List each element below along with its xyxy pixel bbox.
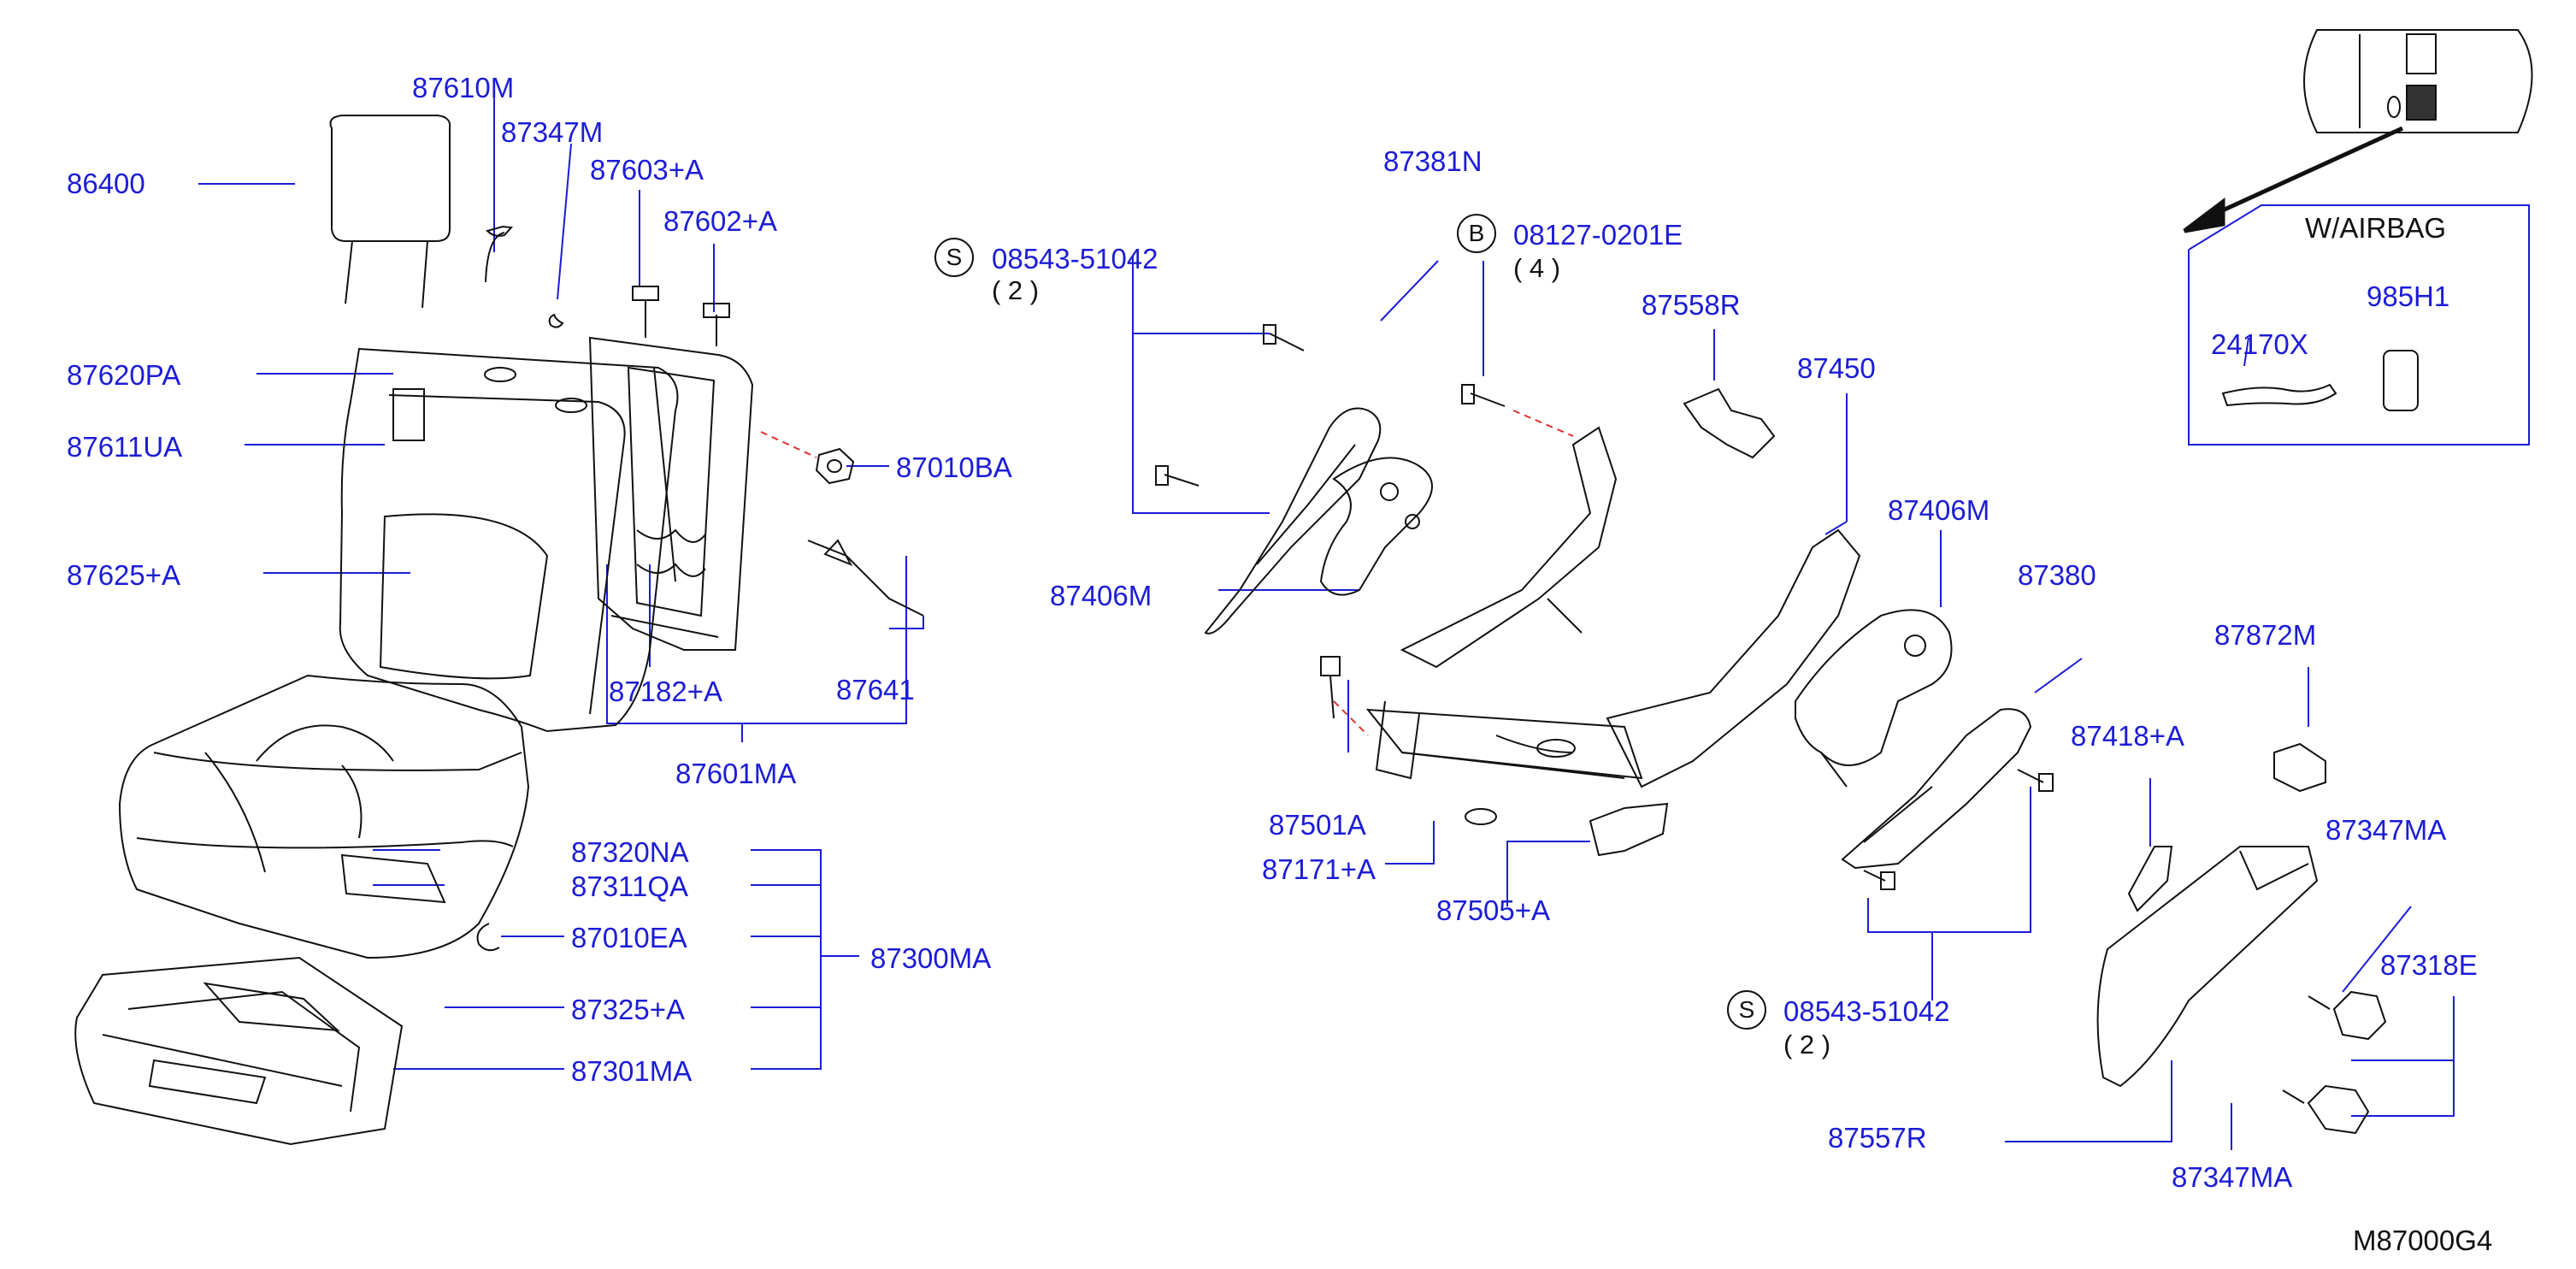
part-label-87418A: 87418+A — [2071, 720, 2185, 752]
part-label-87603A: 87603+A — [590, 154, 704, 186]
part-label-87601MA: 87601MA — [675, 758, 797, 789]
part-label-87300MA: 87300MA — [870, 942, 992, 974]
part-label-87406M-right: 87406M — [1888, 494, 1990, 526]
part-label-87602A: 87602+A — [663, 205, 778, 237]
part-label-87325A: 87325+A — [571, 994, 686, 1025]
s-marker: S — [934, 238, 974, 277]
part-label-87347MA-bottom: 87347MA — [2172, 1161, 2293, 1193]
inset-part-985H1: 985H1 — [2367, 280, 2450, 312]
part-label-87171A: 87171+A — [1262, 853, 1376, 885]
inset-part-24170X: 24170X — [2211, 328, 2308, 360]
part-label-87301MA: 87301MA — [571, 1055, 693, 1087]
part-label-86400: 86400 — [67, 168, 145, 199]
part-label-87010EA: 87010EA — [571, 922, 687, 953]
part-label-87505A: 87505+A — [1436, 894, 1551, 926]
part-label-87558R: 87558R — [1642, 289, 1741, 321]
part-label-87182A: 87182+A — [609, 676, 723, 707]
part-label-87625A: 87625+A — [67, 559, 181, 591]
screw-code-s1: 08543-51042 — [992, 243, 1158, 274]
screw-code-s2: 08543-51042 — [1783, 995, 1950, 1027]
part-label-87381N: 87381N — [1383, 145, 1483, 177]
diagram-code: M87000G4 — [2353, 1225, 2493, 1256]
part-label-87347MA-top: 87347MA — [2325, 814, 2447, 846]
screw-qty-s1: ( 2 ) — [992, 275, 1040, 305]
screw-qty-b1: ( 4 ) — [1513, 253, 1561, 283]
screw-code-b1: 08127-0201E — [1513, 219, 1683, 251]
part-label-87320NA: 87320NA — [571, 836, 689, 868]
part-label-87610M: 87610M — [412, 72, 515, 103]
part-label-87380: 87380 — [2018, 559, 2096, 591]
part-label-87406M-left: 87406M — [1050, 580, 1152, 611]
screw-qty-s2: ( 2 ) — [1783, 1030, 1831, 1059]
inset-title: W/AIRBAG — [2305, 212, 2447, 244]
part-label-87311QA: 87311QA — [571, 871, 688, 902]
b-marker: B — [1457, 214, 1496, 253]
part-label-87872M: 87872M — [2214, 619, 2317, 651]
part-label-87347M: 87347M — [501, 116, 604, 148]
part-label-87620PA: 87620PA — [67, 359, 181, 391]
part-label-87611UA: 87611UA — [67, 431, 183, 463]
part-label-87010BA: 87010BA — [896, 452, 1012, 483]
part-label-87557R: 87557R — [1828, 1122, 1927, 1154]
part-label-87450: 87450 — [1797, 352, 1876, 384]
part-label-87501A: 87501A — [1269, 809, 1366, 841]
part-label-87641: 87641 — [836, 674, 915, 705]
part-label-87318E: 87318E — [2380, 949, 2478, 981]
s-marker-2: S — [1727, 990, 1766, 1030]
